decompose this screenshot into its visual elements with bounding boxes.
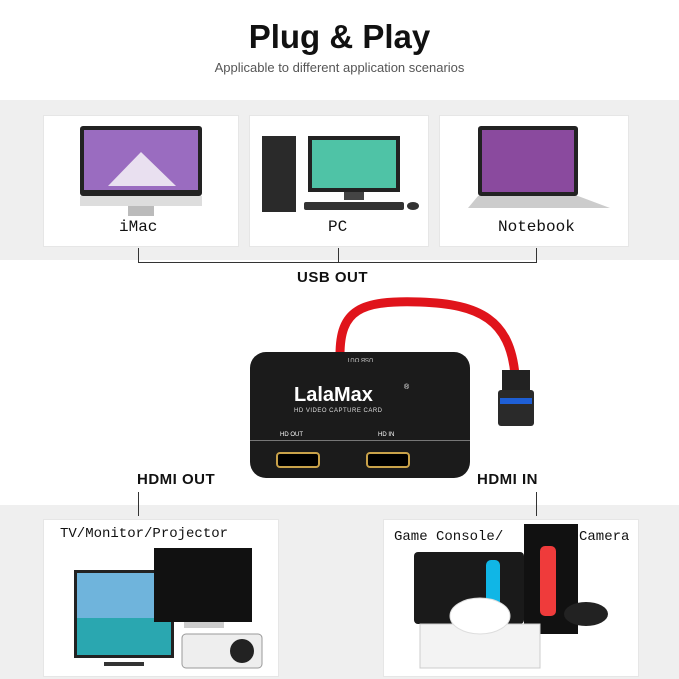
pc-card: PC	[250, 116, 428, 246]
imac-label: iMac	[119, 218, 158, 236]
page-title: Plug & Play	[248, 18, 431, 55]
display-image	[74, 548, 263, 669]
hdmi-in-port	[366, 452, 410, 468]
bracket-line	[138, 262, 537, 263]
hdmi-in-label: HDMI IN	[477, 471, 538, 488]
hdmi-out-port	[276, 452, 320, 468]
device-subtitle: HD VIDEO CAPTURE CARD	[294, 408, 383, 414]
notebook-card: Notebook	[440, 116, 628, 246]
display-label: TV/Monitor/Projector	[60, 526, 229, 542]
bracket-line	[536, 248, 537, 262]
bracket-line	[138, 492, 139, 516]
hd-out-port-label: HD OUT	[280, 432, 303, 438]
bracket-line	[536, 492, 537, 516]
page-subtitle: Applicable to different application scen…	[214, 60, 465, 75]
imac-card: iMac	[44, 116, 238, 246]
display-card: TV/Monitor/Projector	[44, 520, 278, 676]
console-label: Game Console/	[394, 529, 504, 545]
hdmi-out-label: HDMI OUT	[137, 471, 216, 488]
pc-image	[262, 136, 419, 212]
registered-mark: ®	[404, 384, 410, 391]
pc-label: PC	[328, 218, 348, 236]
hd-in-port-label: HD IN	[378, 432, 395, 438]
console-image	[414, 524, 608, 669]
bracket-line	[338, 248, 339, 262]
usb-port-label: USB OUT	[346, 356, 374, 362]
brand-logo: LalaMax	[294, 384, 373, 406]
console-card: Game Console/ Camera	[384, 520, 638, 676]
camera-label: Camera	[579, 529, 630, 545]
usb-out-label: USB OUT	[297, 269, 368, 286]
imac-image	[80, 126, 202, 216]
bracket-line	[138, 248, 139, 262]
capture-card: USB OUT LalaMax ® HD VIDEO CAPTURE CARD …	[250, 352, 470, 478]
notebook-image	[468, 126, 610, 208]
usb-cable	[335, 297, 534, 426]
notebook-label: Notebook	[498, 218, 575, 236]
